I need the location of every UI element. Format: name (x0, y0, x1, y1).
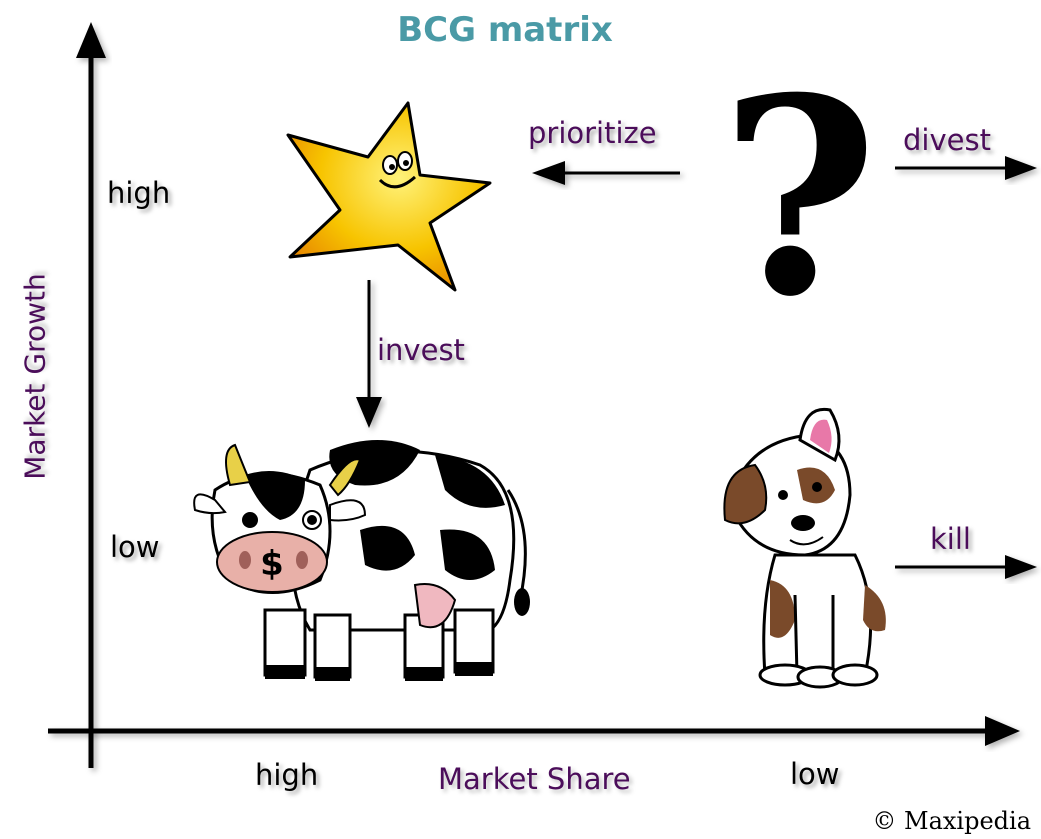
cash-cow-icon: $ (193, 440, 530, 681)
dollar-sign: $ (260, 544, 284, 584)
prioritize-label: prioritize (528, 116, 657, 150)
y-low-label: low (110, 530, 160, 564)
x-low-label: low (790, 757, 840, 791)
prioritize-arrow (532, 161, 680, 185)
diagram-title: BCG matrix (397, 10, 613, 50)
x-axis (48, 716, 1020, 746)
x-high-label: high (255, 758, 319, 792)
invest-label: invest (377, 333, 465, 367)
kill-label: kill (930, 522, 971, 556)
x-axis-label: Market Share (438, 762, 631, 796)
kill-arrow (895, 555, 1037, 579)
divest-label: divest (903, 123, 991, 157)
y-high-label: high (107, 176, 171, 210)
star-icon (286, 101, 492, 292)
copyright-notice: © Maxipedia (872, 807, 1031, 835)
question-mark-icon: ? (720, 38, 879, 356)
dog-icon (723, 407, 886, 689)
invest-arrow (356, 280, 382, 428)
y-axis (76, 22, 106, 768)
divest-arrow (895, 156, 1037, 180)
y-axis-label: Market Growth (18, 273, 52, 480)
